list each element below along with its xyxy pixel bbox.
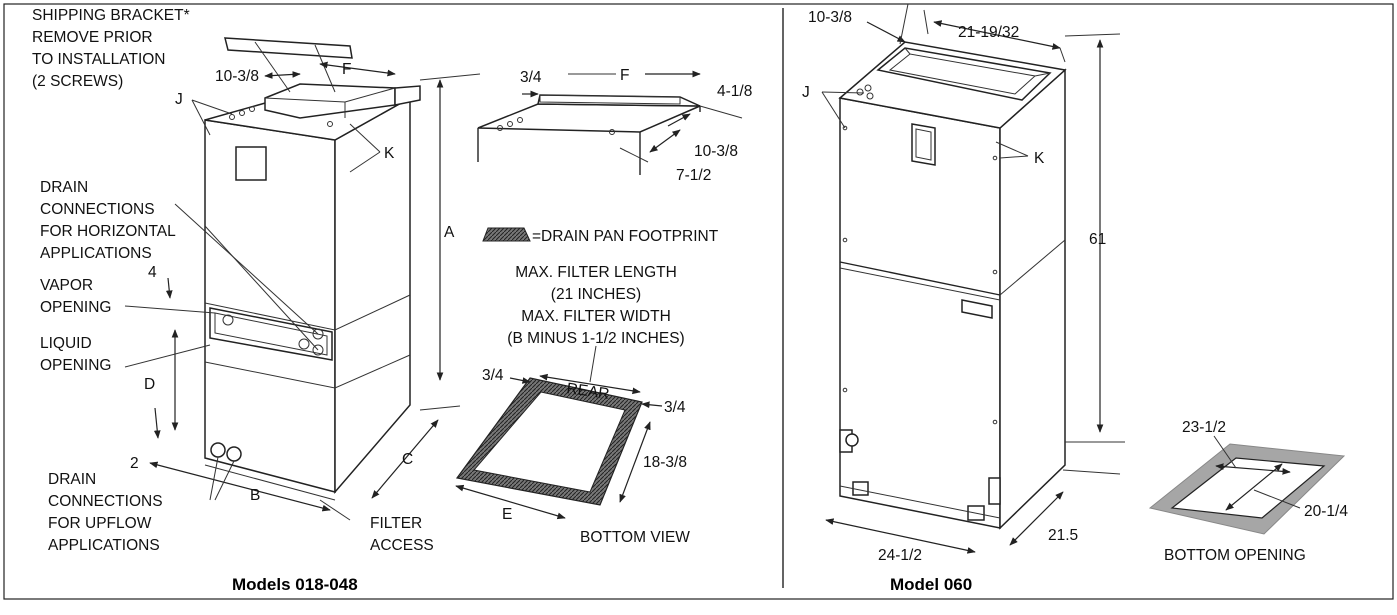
r-21-19-32: 21-19/32 (958, 24, 1019, 41)
detail-10-3-8: 10-3/8 (694, 143, 738, 160)
detail-7-1-2: 7-1/2 (676, 167, 711, 184)
bv-rear: REAR (565, 380, 610, 403)
liquid-opening-line-1: LIQUID (40, 335, 92, 352)
page-border (3, 3, 1394, 600)
dim-10-3-8: 10-3/8 (215, 68, 259, 85)
left-unit-dimensions (124, 61, 481, 521)
dim-f: F (342, 61, 351, 78)
dim-k: K (384, 145, 395, 162)
dim-d: D (144, 376, 155, 393)
dim-b: B (250, 487, 260, 504)
shipping-bracket-line-2: REMOVE PRIOR (32, 29, 153, 46)
filter-note-line-2: (21 INCHES) (551, 286, 641, 303)
filter-note-line-3: MAX. FILTER WIDTH (521, 308, 671, 325)
drain-upflow-line-3: FOR UPFLOW (48, 515, 152, 532)
r-10-3-8: 10-3/8 (808, 9, 852, 26)
dim-2: 2 (130, 455, 139, 472)
dim-4: 4 (148, 264, 157, 281)
left-unit-drawing (204, 37, 421, 501)
top-detail-drawing (477, 70, 743, 175)
r-24-1-2: 24-1/2 (878, 547, 922, 564)
right-unit-drawing (838, 41, 1067, 530)
filter-access-line-1: FILTER (370, 515, 422, 532)
shipping-bracket-line-3: TO INSTALLATION (32, 51, 166, 68)
drain-horizontal-line-3: FOR HORIZONTAL (40, 223, 176, 240)
vapor-opening-line-1: VAPOR (40, 277, 93, 294)
left-unit-labels: SHIPPING BRACKET* REMOVE PRIOR TO INSTAL… (32, 7, 455, 594)
bottom-view-drawing (455, 345, 663, 520)
bottom-view-labels: 3/4 REAR 3/4 18-3/8 E BOTTOM VIEW (482, 367, 690, 546)
bottom-opening-drawing (1148, 435, 1346, 535)
bv-e: E (502, 506, 512, 523)
r-61: 61 (1089, 231, 1106, 248)
drain-pan-legend-text: =DRAIN PAN FOOTPRINT (532, 228, 719, 245)
shipping-bracket-line-1: SHIPPING BRACKET* (32, 7, 190, 24)
detail-f: F (620, 67, 629, 84)
drain-horizontal-line-4: APPLICATIONS (40, 245, 152, 262)
filter-note-line-1: MAX. FILTER LENGTH (515, 264, 677, 281)
top-detail-labels: 3/4 F 4-1/8 10-3/8 7-1/2 (520, 67, 752, 184)
drain-pan-legend: =DRAIN PAN FOOTPRINT (482, 227, 719, 245)
shipping-bracket-line-4: (2 SCREWS) (32, 73, 123, 90)
drain-horizontal-line-2: CONNECTIONS (40, 201, 155, 218)
bottom-opening-labels: 23-1/2 20-1/4 BOTTOM OPENING (1164, 419, 1348, 564)
bottom-opening-label: BOTTOM OPENING (1164, 547, 1306, 564)
filter-note-line-4: (B MINUS 1-1/2 INCHES) (507, 330, 684, 347)
bv-18-3-8: 18-3/8 (643, 454, 687, 471)
liquid-opening-line-2: OPENING (40, 357, 111, 374)
dim-j: J (175, 91, 183, 108)
drain-pan-swatch (482, 227, 531, 242)
r-j: J (802, 84, 810, 101)
bo-23-1-2: 23-1/2 (1182, 419, 1226, 436)
drain-upflow-line-4: APPLICATIONS (48, 537, 160, 554)
dim-c: C (402, 451, 413, 468)
bottom-view-label: BOTTOM VIEW (580, 529, 690, 546)
bv-3-4-left: 3/4 (482, 367, 504, 384)
vapor-opening-line-2: OPENING (40, 299, 111, 316)
filter-access-line-2: ACCESS (370, 537, 434, 554)
r-k: K (1034, 150, 1045, 167)
right-unit-dimensions (821, 3, 1125, 554)
bo-20-1-4: 20-1/4 (1304, 503, 1348, 520)
detail-4-1-8: 4-1/8 (717, 83, 752, 100)
drain-upflow-line-2: CONNECTIONS (48, 493, 163, 510)
drain-upflow-line-1: DRAIN (48, 471, 96, 488)
right-model-title: Model 060 (890, 575, 972, 594)
r-21-5: 21.5 (1048, 527, 1078, 544)
bv-3-4-right: 3/4 (664, 399, 686, 416)
detail-3-4: 3/4 (520, 69, 542, 86)
dim-a: A (444, 224, 455, 241)
right-unit-labels: 10-3/8 21-19/32 J K 61 21.5 24-1/2 Model… (802, 9, 1106, 594)
left-model-title: Models 018-048 (232, 575, 358, 594)
filter-notes: MAX. FILTER LENGTH (21 INCHES) MAX. FILT… (507, 264, 684, 347)
drain-horizontal-line-1: DRAIN (40, 179, 88, 196)
